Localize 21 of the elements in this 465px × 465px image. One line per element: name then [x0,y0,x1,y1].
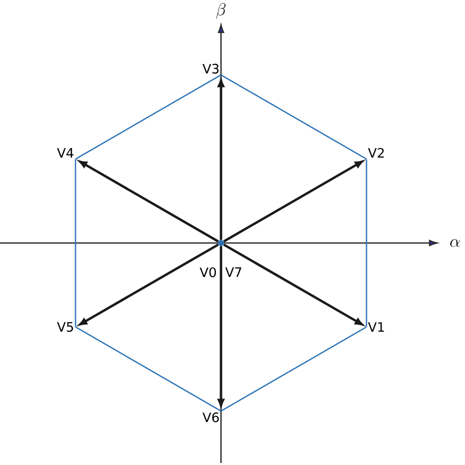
node-label: V0 [200,267,216,278]
node-label: V7 [225,267,242,277]
axis-label: $\beta$ [216,3,226,19]
axis-label: $\alpha$ [450,239,460,247]
vector-arrow [223,244,363,326]
hexagon-side [75,74,222,160]
vector-vertex: V2 [368,148,384,158]
vector-vertex: V1 [368,322,384,332]
vector-vertex: V4 [57,148,74,158]
vector-arrow [79,160,219,242]
hexagon-side [220,326,367,412]
vector-vertex: V5 [57,322,73,332]
vector-arrow [79,244,219,326]
vector-vertex: V6 [202,412,219,422]
vector-arrow [223,160,363,242]
origin-point: V0 V7 [200,240,242,278]
vector-vertex: V3 [202,64,219,74]
hexagon-side [220,74,367,160]
hexagon-side [366,159,368,327]
hexagon-side [74,159,76,327]
hexagon-side [75,326,222,412]
